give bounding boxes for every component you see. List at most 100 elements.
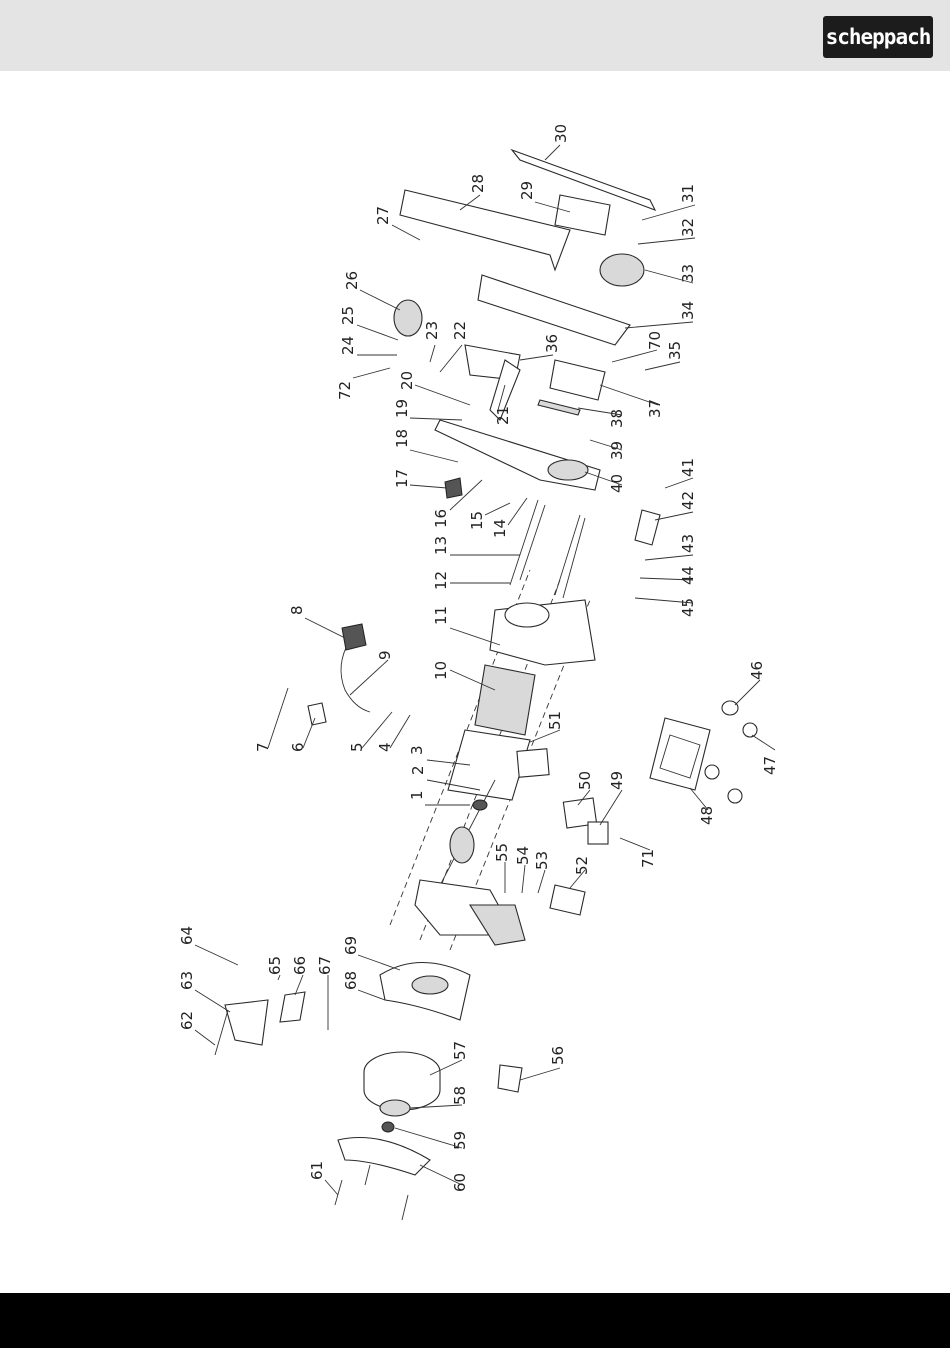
callout-63: 63: [178, 971, 230, 1012]
callout-65: 65: [266, 956, 284, 980]
callout-label-69: 69: [342, 936, 360, 955]
callout-4: 4: [376, 715, 410, 752]
callout-1: 1: [408, 790, 470, 805]
callout-label-65: 65: [266, 956, 284, 975]
callout-26: 26: [343, 271, 400, 310]
callout-label-42: 42: [679, 491, 697, 510]
bearing-seat-11: [505, 603, 549, 627]
callout-34: 34: [625, 301, 697, 328]
drive-wheel-33: [600, 254, 644, 286]
callout-label-16: 16: [432, 509, 450, 528]
callout-61: 61: [308, 1161, 338, 1195]
rubber-foot-46: [722, 701, 738, 715]
callout-label-26: 26: [343, 271, 361, 290]
callout-label-45: 45: [679, 598, 697, 617]
callout-label-9: 9: [376, 650, 394, 660]
callout-label-5: 5: [348, 742, 366, 752]
callout-60: 60: [420, 1165, 469, 1192]
callout-label-30: 30: [552, 124, 570, 143]
callout-52: 52: [570, 856, 591, 888]
callout-24: 24: [339, 336, 397, 355]
callout-label-13: 13: [432, 536, 450, 555]
callout-42: 42: [655, 491, 697, 520]
callout-19: 19: [393, 399, 462, 420]
callout-label-39: 39: [608, 441, 626, 460]
callout-label-15: 15: [468, 511, 486, 530]
callout-39: 39: [590, 440, 626, 460]
callout-label-60: 60: [451, 1173, 469, 1192]
callout-56: 56: [520, 1046, 567, 1080]
callout-label-29: 29: [518, 181, 536, 200]
plug-8: [342, 624, 366, 650]
callout-51: 51: [530, 711, 564, 742]
switch-49: [588, 822, 608, 844]
callout-label-64: 64: [178, 926, 196, 945]
callout-label-50: 50: [576, 771, 594, 790]
callout-66: 66: [291, 956, 309, 995]
callout-label-23: 23: [423, 321, 441, 340]
callout-label-27: 27: [374, 206, 392, 225]
callout-label-44: 44: [679, 566, 697, 585]
callout-23: 23: [423, 321, 441, 362]
nut-59: [382, 1122, 394, 1132]
callout-label-71: 71: [639, 849, 657, 868]
foot-plate-48: [650, 718, 710, 790]
callout-25: 25: [339, 306, 398, 340]
callout-label-14: 14: [491, 519, 509, 538]
callout-label-63: 63: [178, 971, 196, 990]
callout-label-51: 51: [546, 711, 564, 730]
callout-label-8: 8: [288, 605, 306, 615]
callout-9: 9: [350, 650, 394, 695]
callout-label-10: 10: [432, 661, 450, 680]
callout-label-55: 55: [493, 843, 511, 862]
callout-label-22: 22: [451, 321, 469, 340]
callout-54: 54: [514, 846, 532, 893]
callout-label-3: 3: [408, 745, 426, 755]
callout-49: 49: [600, 771, 626, 825]
callout-label-17: 17: [393, 469, 411, 488]
callout-67: 67: [316, 956, 334, 1030]
callout-44: 44: [640, 566, 697, 585]
callout-33: 33: [645, 264, 697, 283]
bearing-1: [473, 800, 487, 810]
callout-47: 47: [752, 735, 779, 775]
callout-label-24: 24: [339, 336, 357, 355]
rotor-winding: [450, 827, 474, 863]
callout-label-31: 31: [679, 184, 697, 203]
flange-58: [380, 1100, 410, 1116]
bracket-66: [280, 992, 305, 1022]
callout-label-34: 34: [679, 301, 697, 320]
box-52: [550, 885, 585, 915]
eye-shield-63: [225, 1000, 268, 1045]
callout-label-54: 54: [514, 846, 532, 865]
callout-62: 62: [178, 1011, 215, 1045]
callout-label-38: 38: [608, 409, 626, 428]
belt-cover-28: [400, 190, 570, 270]
callout-48: 48: [690, 788, 716, 825]
callout-label-12: 12: [432, 571, 450, 590]
bolt-62: [215, 1010, 228, 1055]
callout-11: 11: [432, 606, 500, 645]
callout-30: 30: [545, 124, 570, 160]
callout-label-67: 67: [316, 956, 334, 975]
callout-labels: 1 2 3 4 5 6 7 8 9 10 11 12 13 14 15 16 1…: [178, 124, 779, 1195]
spring-38: [538, 400, 580, 415]
label-plate-51: [517, 749, 549, 778]
callout-38: 38: [578, 408, 626, 428]
callout-53: 53: [533, 851, 551, 893]
callout-label-4: 4: [376, 742, 394, 752]
exploded-parts: [215, 150, 757, 1220]
callout-label-52: 52: [573, 856, 591, 875]
callout-label-72: 72: [336, 381, 354, 400]
bracket-37: [550, 360, 605, 400]
callout-46: 46: [735, 661, 766, 705]
rubber-foot-47: [743, 723, 757, 737]
guard-hole: [412, 976, 448, 994]
callout-32: 32: [638, 218, 697, 244]
callout-55: 55: [493, 843, 511, 893]
callout-41: 41: [665, 458, 697, 488]
callout-label-57: 57: [451, 1041, 469, 1060]
callout-72: 72: [336, 368, 390, 400]
callout-label-70: 70: [646, 331, 664, 350]
knob-17: [445, 478, 462, 498]
